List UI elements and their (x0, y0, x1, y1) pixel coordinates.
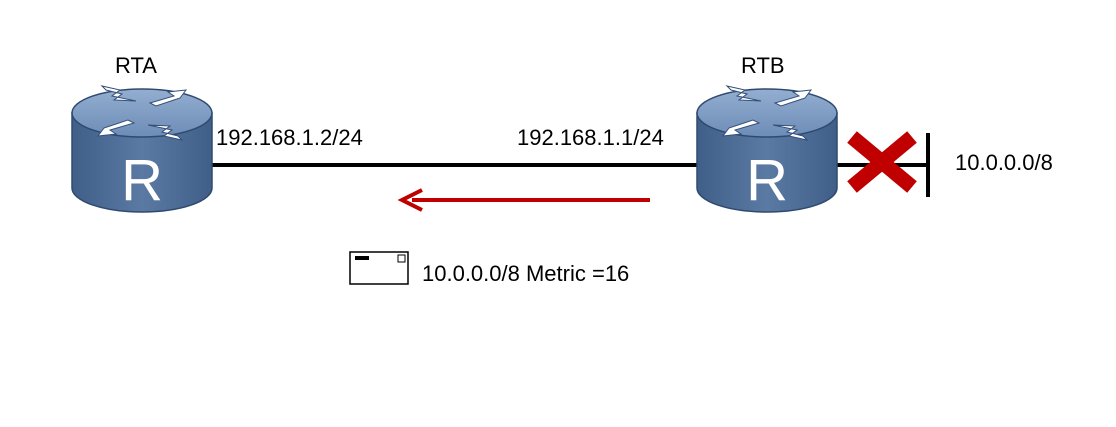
router-icon: R (71, 85, 213, 213)
router-symbol: R (746, 148, 788, 213)
interface-label-rta: 192.168.1.2/24 (216, 125, 363, 150)
network-label: 10.0.0.0/8 (955, 150, 1053, 175)
update-message-label: 10.0.0.0/8 Metric =16 (422, 261, 630, 286)
router-symbol: R (121, 148, 163, 213)
link-failure-x-icon (847, 131, 917, 193)
left-arrow-icon (397, 188, 650, 212)
envelope-icon (349, 251, 409, 285)
router-label-rtb: RTB (741, 53, 785, 78)
router-label-rta: RTA (115, 53, 157, 78)
interface-label-rtb: 192.168.1.1/24 (517, 125, 664, 150)
router-icon: R (696, 85, 838, 213)
